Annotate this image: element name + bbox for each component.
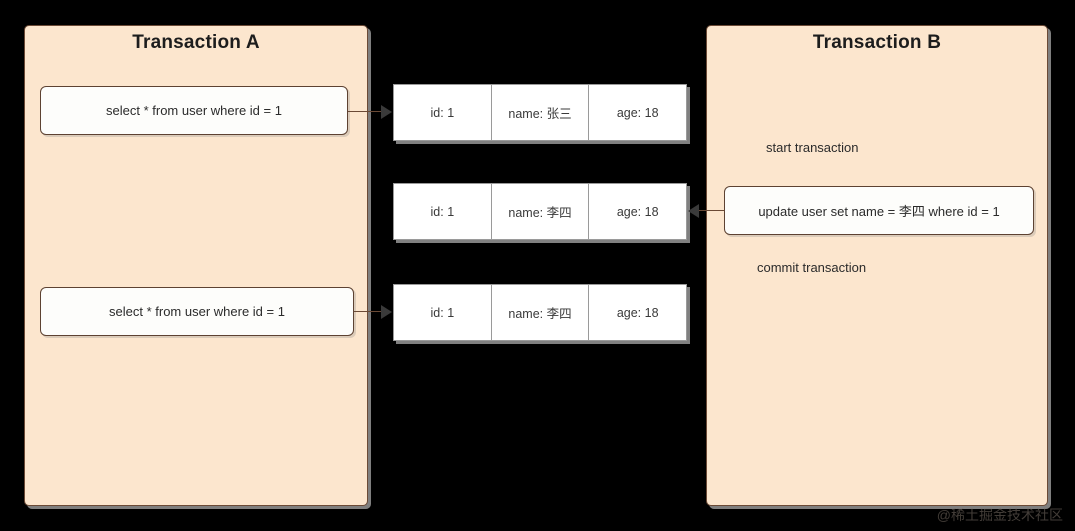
transaction-b-commit-label: commit transaction <box>757 260 867 275</box>
connector-line-b1-to-record2 <box>692 210 724 211</box>
connector-line-a1-to-record1 <box>348 111 382 112</box>
watermark: @稀土掘金技术社区 <box>936 507 1063 523</box>
transaction-a-statement-2[interactable]: select * from user where id = 1 <box>40 287 354 336</box>
connector-line-a2-to-record3 <box>354 311 382 312</box>
arrow-left-icon <box>688 204 699 218</box>
transaction-b-statement-1[interactable]: update user set name = 李四 where id = 1 <box>724 186 1034 235</box>
record-row: id: 1 name: 李四 age: 18 <box>393 284 687 341</box>
arrow-right-icon <box>381 305 392 319</box>
record-cell-age: age: 18 <box>616 105 659 120</box>
record-cell-name: name: 李四 <box>492 184 590 239</box>
record-cell-age: age: 18 <box>616 204 659 219</box>
transaction-b-panel <box>706 25 1048 506</box>
transaction-b-start-label: start transaction <box>766 140 859 155</box>
record-cell-id: id: 1 <box>394 85 492 140</box>
arrow-right-icon <box>381 105 392 119</box>
record-cell-name: name: 张三 <box>492 85 590 140</box>
transaction-a-statement-1[interactable]: select * from user where id = 1 <box>40 86 348 135</box>
record-row: id: 1 name: 李四 age: 18 <box>393 183 687 240</box>
transaction-a-title: Transaction A <box>132 32 260 53</box>
record-cell-name: name: 李四 <box>492 285 590 340</box>
record-cell-id: id: 1 <box>394 285 492 340</box>
record-cell-age: age: 18 <box>616 305 659 320</box>
record-row: id: 1 name: 张三 age: 18 <box>393 84 687 141</box>
transaction-b-title: Transaction B <box>812 32 942 53</box>
record-cell-id: id: 1 <box>394 184 492 239</box>
